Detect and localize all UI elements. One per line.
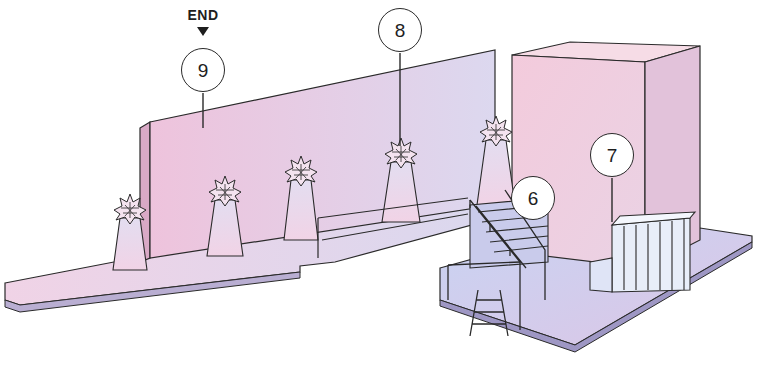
callout-number: 7: [607, 146, 618, 165]
callout-circle: 8: [378, 8, 422, 52]
callout-circle: 6: [511, 176, 555, 220]
callout-number: 8: [395, 21, 406, 40]
callout-number: 6: [528, 189, 539, 208]
callout-circle: 9: [181, 48, 225, 92]
callout-circle: 7: [590, 133, 634, 177]
callout-number: 9: [198, 61, 209, 80]
end-label: END: [187, 7, 218, 23]
